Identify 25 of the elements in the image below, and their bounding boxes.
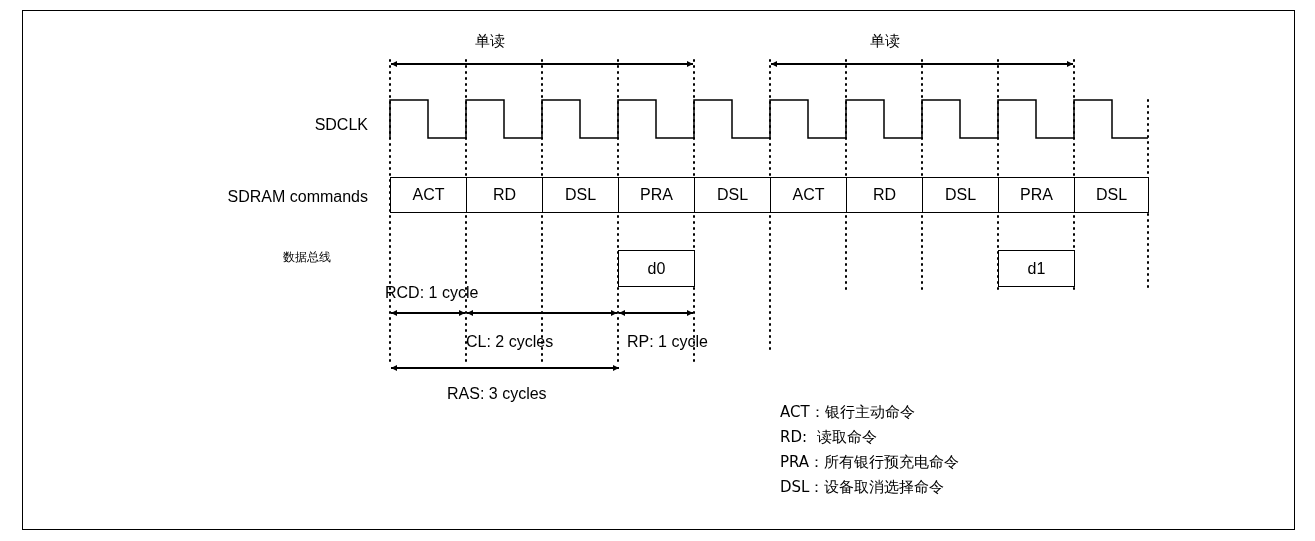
- legend-note: RD: 读取命令: [780, 427, 877, 448]
- timing-label: RP: 1 cycle: [627, 332, 708, 352]
- signal-name: SDCLK: [313, 115, 368, 135]
- span-label: 单读: [474, 31, 506, 52]
- command-cell: RD: [846, 177, 923, 213]
- signal-name: 数据总线: [283, 249, 331, 266]
- legend-note: PRA：所有银行预充电命令: [780, 452, 960, 473]
- command-cell: DSL: [922, 177, 999, 213]
- command-cell: DSL: [1074, 177, 1149, 213]
- command-cell: RD: [466, 177, 543, 213]
- data-box: d0: [618, 250, 695, 287]
- timing-label: RCD: 1 cycle: [385, 283, 479, 303]
- span-label: 单读: [869, 31, 901, 52]
- command-cell: ACT: [770, 177, 847, 213]
- command-cell: DSL: [694, 177, 771, 213]
- legend-note: DSL：设备取消选择命令: [780, 477, 945, 498]
- signal-name: SDRAM commands: [226, 187, 368, 207]
- legend-note: ACT：银行主动命令: [780, 402, 915, 423]
- command-cell: PRA: [618, 177, 695, 213]
- command-cell: ACT: [390, 177, 467, 213]
- data-box: d1: [998, 250, 1075, 287]
- timing-label: CL: 2 cycles: [466, 332, 554, 352]
- command-cell: DSL: [542, 177, 619, 213]
- command-cell: PRA: [998, 177, 1075, 213]
- timing-label: RAS: 3 cycles: [447, 384, 547, 404]
